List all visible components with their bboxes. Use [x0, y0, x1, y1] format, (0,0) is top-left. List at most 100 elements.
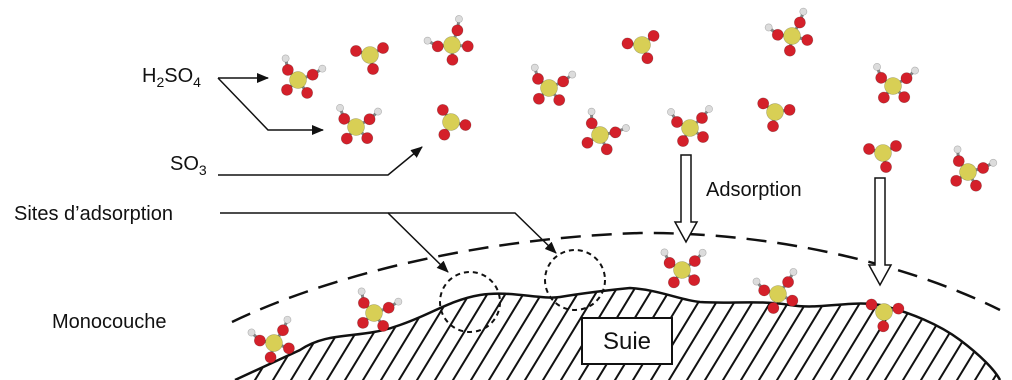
- soot-label: Suie: [603, 328, 651, 355]
- h2so4-molecule-icon: [247, 315, 295, 364]
- oxygen-atom: [786, 294, 799, 307]
- hydrogen-atom: [568, 70, 577, 79]
- so3-arrow: [218, 146, 423, 176]
- oxygen-atom: [863, 143, 875, 155]
- hydrogen-atom: [247, 328, 256, 337]
- oxygen-atom: [950, 174, 963, 187]
- so3-molecule-icon: [350, 42, 389, 75]
- hydrogen-atom: [394, 297, 403, 306]
- oxygen-atom: [697, 131, 709, 143]
- oxygen-atom: [771, 28, 784, 41]
- oxygen-atom: [783, 44, 796, 57]
- oxygen-atom: [357, 297, 370, 309]
- h2so4-molecule-icon: [660, 248, 707, 289]
- oxygen-atom: [282, 342, 295, 355]
- h2so4-molecule-icon: [336, 104, 382, 145]
- oxygen-atom: [970, 179, 982, 192]
- sulfur-atom: [959, 163, 977, 181]
- oxygen-atom: [363, 113, 376, 126]
- oxygen-atom: [306, 68, 319, 81]
- hatch-line: [683, 288, 755, 380]
- oxygen-atom: [361, 132, 374, 145]
- hatch-line: [467, 288, 539, 380]
- oxygen-atom: [793, 16, 806, 29]
- oxygen-atom: [431, 40, 444, 53]
- hydrogen-atom: [911, 66, 919, 75]
- h2so4-molecule-icon: [873, 63, 919, 104]
- hydrogen-atom: [455, 15, 463, 23]
- oxygen-atom: [696, 112, 708, 124]
- hydrogen-atom: [764, 23, 773, 32]
- hydrogen-atom: [530, 63, 539, 72]
- sites-arrow-right: [388, 212, 557, 254]
- hatch-line: [989, 288, 1000, 380]
- hatch-line: [413, 288, 485, 380]
- oxygen-atom: [367, 63, 379, 75]
- h2so4-molecule-icon: [764, 7, 814, 57]
- so3-molecule-icon: [757, 97, 796, 133]
- oxygen-atom: [301, 87, 314, 99]
- oxygen-atom: [663, 256, 676, 269]
- oxygen-atom: [758, 284, 771, 297]
- hydrogen-atom: [336, 104, 344, 112]
- soot-surface: [234, 286, 1002, 380]
- oxygen-atom: [688, 274, 701, 286]
- sulfur-atom: [265, 334, 283, 352]
- oxygen-atom: [581, 136, 594, 149]
- oxygen-atom: [677, 135, 689, 147]
- hatch-line: [917, 288, 989, 380]
- oxygen-atom: [892, 302, 905, 315]
- hydrogen-atom: [283, 315, 292, 324]
- h2so4-molecule-icon: [752, 268, 799, 314]
- hatch-line: [953, 288, 1000, 380]
- sulfur-atom: [540, 79, 558, 97]
- oxygen-atom: [688, 255, 701, 267]
- oxygen-atom: [767, 302, 780, 314]
- oxygen-atom: [783, 103, 796, 116]
- oxygen-atom: [446, 53, 459, 66]
- hydrogen-atom: [698, 248, 707, 257]
- hatch-line: [863, 288, 935, 380]
- adsorption-site-circle: [544, 249, 606, 311]
- h2so4-arrow-lower: [217, 77, 324, 135]
- soot-label-box: [581, 317, 673, 365]
- hatch-line: [791, 288, 863, 380]
- monolayer-label: Monocouche: [52, 311, 167, 333]
- sulfur-atom: [442, 113, 460, 131]
- oxygen-atom: [757, 97, 770, 110]
- oxygen-atom: [264, 351, 277, 364]
- oxygen-atom: [877, 91, 890, 104]
- monolayer-boundary: [231, 231, 1001, 324]
- sulfur-atom: [875, 303, 893, 321]
- oxygen-atom: [767, 120, 779, 133]
- so3-molecule-icon: [865, 298, 905, 333]
- h2so4-molecule-icon: [423, 15, 474, 66]
- oxygen-atom: [667, 276, 680, 289]
- oxygen-atom: [952, 155, 965, 167]
- hatch-line: [431, 288, 503, 380]
- down-arrow-icon: [867, 177, 893, 287]
- hydrogen-atom: [587, 107, 596, 116]
- pointer-arrows: [217, 73, 557, 273]
- h2so4-molecule-icon: [950, 145, 998, 192]
- oxygen-atom: [880, 161, 892, 173]
- oxygen-atom: [600, 143, 613, 156]
- hydrogen-atom: [667, 108, 675, 116]
- oxygen-atom: [977, 162, 990, 174]
- h2so4-molecule-icon: [667, 105, 713, 147]
- oxygen-atom: [865, 298, 878, 311]
- hydrogen-atom: [799, 7, 808, 16]
- oxygen-atom: [461, 40, 474, 53]
- oxygen-atom: [875, 71, 888, 84]
- hatch-line: [1008, 270, 1012, 380]
- hatch-line: [235, 288, 287, 380]
- hydrogen-atom: [622, 124, 630, 132]
- hatch-line: [235, 288, 269, 380]
- hatch-line: [449, 288, 521, 380]
- adsorption-site-circle: [439, 271, 501, 333]
- sulfur-atom: [443, 36, 461, 54]
- adsorption-label: Adsorption: [706, 179, 802, 201]
- so3-molecule-icon: [621, 29, 660, 65]
- sulfur-atom: [347, 118, 365, 136]
- oxygen-atom: [609, 126, 622, 139]
